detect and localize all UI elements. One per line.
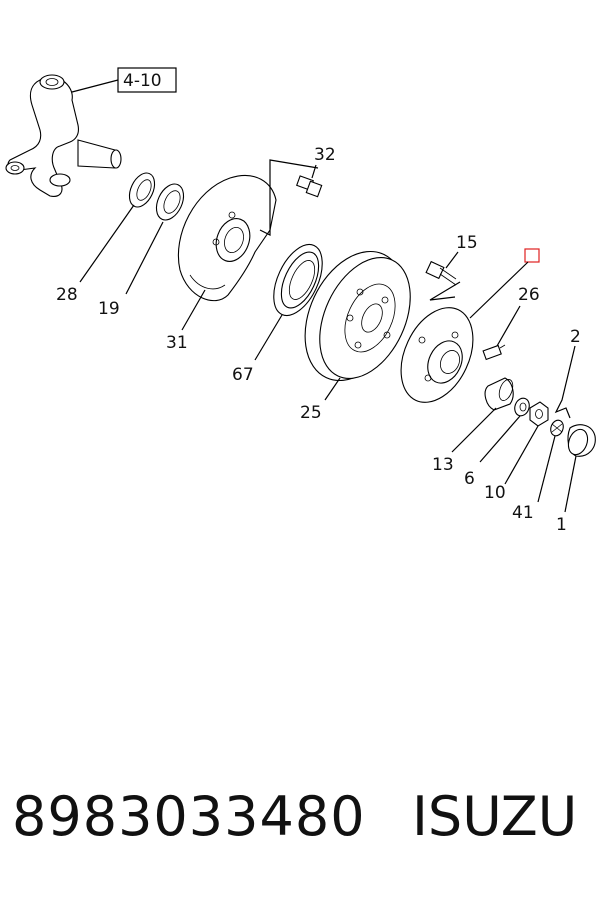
callout-67: 67 — [232, 365, 254, 385]
highlight-marker — [524, 248, 540, 263]
outer-bearing — [273, 243, 323, 317]
hub-cap — [567, 424, 596, 457]
oil-seal — [128, 172, 156, 208]
callout-6: 6 — [464, 469, 475, 489]
callout-41: 41 — [512, 503, 534, 523]
hub-nut — [529, 401, 549, 427]
outer-hub-bearing — [484, 377, 514, 411]
callout-ref-box: 4-10 — [123, 71, 162, 91]
hub-bolt — [425, 260, 457, 286]
footer: 8983033480 ISUZU — [0, 785, 600, 865]
wheel-stud — [482, 344, 506, 361]
ref-box — [117, 67, 177, 93]
callout-2: 2 — [570, 327, 581, 347]
dust-shield — [177, 174, 277, 302]
callout-31: 31 — [166, 333, 188, 353]
callout-32: 32 — [314, 145, 336, 165]
callout-28: 28 — [56, 285, 78, 305]
inner-bearing — [155, 183, 185, 221]
callout-15: 15 — [456, 233, 478, 253]
brand-name: ISUZU — [412, 785, 578, 848]
callout-25: 25 — [300, 403, 322, 423]
nut-retainer — [550, 419, 564, 437]
wheel-hub — [400, 307, 474, 403]
callout-13: 13 — [432, 455, 454, 475]
part-number: 8983033480 — [12, 785, 366, 848]
callout-1: 1 — [556, 515, 567, 535]
washer — [514, 397, 530, 417]
callout-10: 10 — [484, 483, 506, 503]
brake-disc — [304, 250, 411, 382]
steering-knuckle — [5, 74, 122, 197]
callout-19: 19 — [98, 299, 120, 319]
callout-26: 26 — [518, 285, 540, 305]
shield-bolt — [296, 175, 323, 198]
